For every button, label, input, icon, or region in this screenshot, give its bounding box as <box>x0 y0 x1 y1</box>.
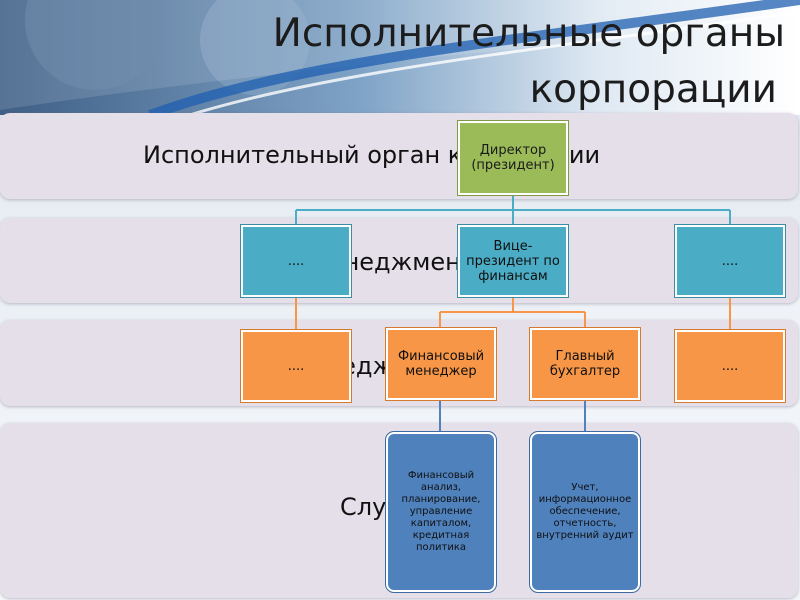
box-mgr-left[interactable]: .... <box>240 329 352 403</box>
box-service-finance-label: Финансовый анализ, планирование, управле… <box>401 470 481 553</box>
box-mgr-right-label: .... <box>721 358 739 374</box>
box-director-label: Директор (президент) <box>471 143 555 173</box>
box-vp-left-label: .... <box>287 253 305 269</box>
slide-title-line1: Исполнительные органы <box>272 11 785 56</box>
box-chief-accountant[interactable]: Главный бухгалтер <box>529 327 641 401</box>
box-vp-finance-label: Вице-президент по финансам <box>466 238 560 284</box>
box-vp-right-label: .... <box>721 253 739 269</box>
box-mgr-left-label: .... <box>287 358 305 374</box>
band-top-management: Топ-менеджмент <box>0 218 798 303</box>
box-vp-left[interactable]: .... <box>240 224 352 298</box>
box-fin-manager[interactable]: Финансовый менеджер <box>385 327 497 401</box>
box-mgr-right[interactable]: .... <box>674 329 786 403</box>
box-service-finance[interactable]: Финансовый анализ, планирование, управле… <box>385 431 497 593</box>
box-fin-manager-label: Финансовый менеджер <box>397 349 485 379</box>
band-executive: Исполнительный орган корпорации <box>0 113 798 199</box>
box-chief-accountant-label: Главный бухгалтер <box>549 349 621 379</box>
box-vp-finance[interactable]: Вице-президент по финансам <box>457 224 569 298</box>
box-vp-right[interactable]: .... <box>674 224 786 298</box>
box-service-accounting[interactable]: Учет, информационное обеспечение, отчетн… <box>529 431 641 593</box>
slide-title-line2: корпорации <box>529 67 777 112</box>
box-director[interactable]: Директор (президент) <box>457 120 569 196</box>
box-service-accounting-label: Учет, информационное обеспечение, отчетн… <box>536 482 634 541</box>
slide-title: Исполнительные органы корпорации <box>200 6 785 118</box>
